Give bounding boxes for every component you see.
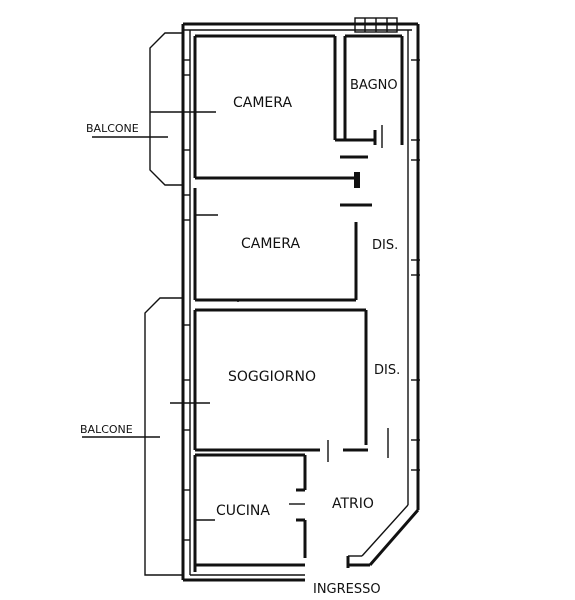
room-label-camera-1: CAMERA <box>233 95 292 111</box>
balcony-top-outline <box>92 32 216 186</box>
outer-walls <box>181 22 420 582</box>
room-label-atrio: ATRIO <box>332 496 374 512</box>
left-windows <box>183 59 190 541</box>
room-label-camera-2: CAMERA <box>241 236 300 252</box>
balcony-label-top: BALCONE <box>86 122 139 135</box>
room-label-soggiorno: SOGGIORNO <box>228 369 316 385</box>
room-label-bagno: BAGNO <box>350 78 398 93</box>
room-label-ingresso: INGRESSO <box>313 582 381 597</box>
bagno-window <box>354 17 398 33</box>
balcony-bottom-outline <box>82 297 210 576</box>
right-windows <box>411 59 420 471</box>
room-label-dis-1: DIS. <box>372 238 398 253</box>
balcony-label-bottom: BALCONE <box>80 423 133 436</box>
room-label-cucina: CUCINA <box>216 503 270 519</box>
room-label-dis-2: DIS. <box>374 363 400 378</box>
interior-walls <box>193 34 404 572</box>
